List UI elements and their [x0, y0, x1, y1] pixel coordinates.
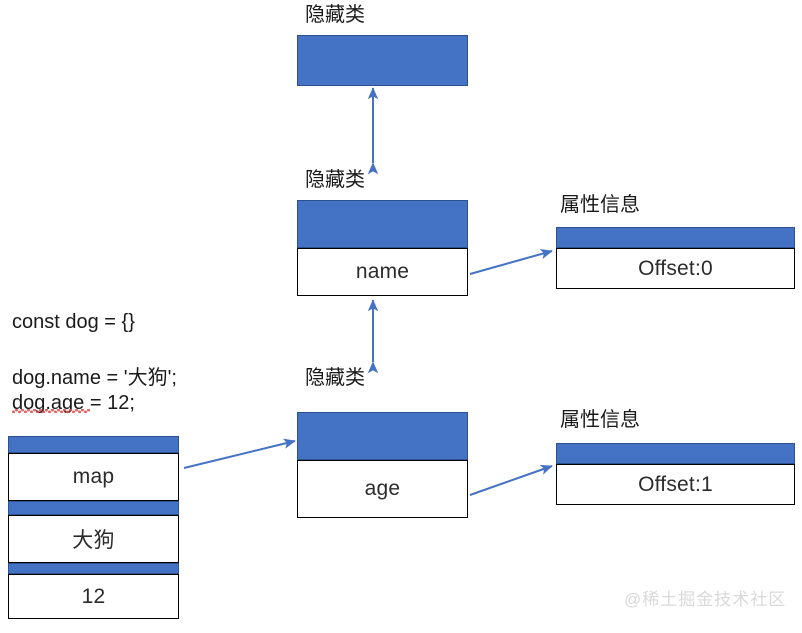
caption-property-info-bottom: 属性信息 [560, 409, 640, 431]
object-stack-header-1 [8, 501, 179, 515]
property-info-top-header [556, 227, 795, 248]
hidden-class-bottom-row-age: age [297, 460, 468, 518]
object-stack-row-age-value: 12 [8, 574, 179, 619]
hidden-class-middle-row-name: name [297, 248, 468, 296]
arrow-name-to-offset0 [469, 249, 553, 275]
caption-hidden-class-top: 隐藏类 [305, 4, 365, 26]
object-stack-header-2 [8, 563, 179, 574]
property-info-bottom-header [556, 443, 795, 464]
caption-hidden-class-bottom: 隐藏类 [305, 367, 365, 389]
object-stack-header-0 [8, 436, 179, 453]
object-stack-row-name-value: 大狗 [8, 515, 179, 563]
object-stack-row-map: map [8, 453, 179, 501]
hidden-class-top-header [297, 35, 468, 86]
hidden-class-middle-header [297, 200, 468, 248]
code-line-const-dog: const dog = {} [12, 311, 135, 333]
watermark: @稀土掘金技术社区 [624, 590, 787, 609]
caption-property-info-top: 属性信息 [560, 194, 640, 216]
property-info-bottom-row-offset: Offset:1 [556, 464, 795, 505]
property-info-top-row-offset: Offset:0 [556, 248, 795, 289]
code-line-dog-name: dog.name = '大狗'; [12, 367, 177, 389]
caption-hidden-class-middle: 隐藏类 [305, 169, 365, 191]
arrow-age-to-offset1 [469, 464, 553, 496]
arrow-object-to-hidden-class [183, 438, 296, 469]
spellcheck-squiggle [12, 409, 90, 413]
code-line-dog-age: dog.age = 12; [12, 392, 135, 414]
hidden-class-bottom-header [297, 412, 468, 460]
